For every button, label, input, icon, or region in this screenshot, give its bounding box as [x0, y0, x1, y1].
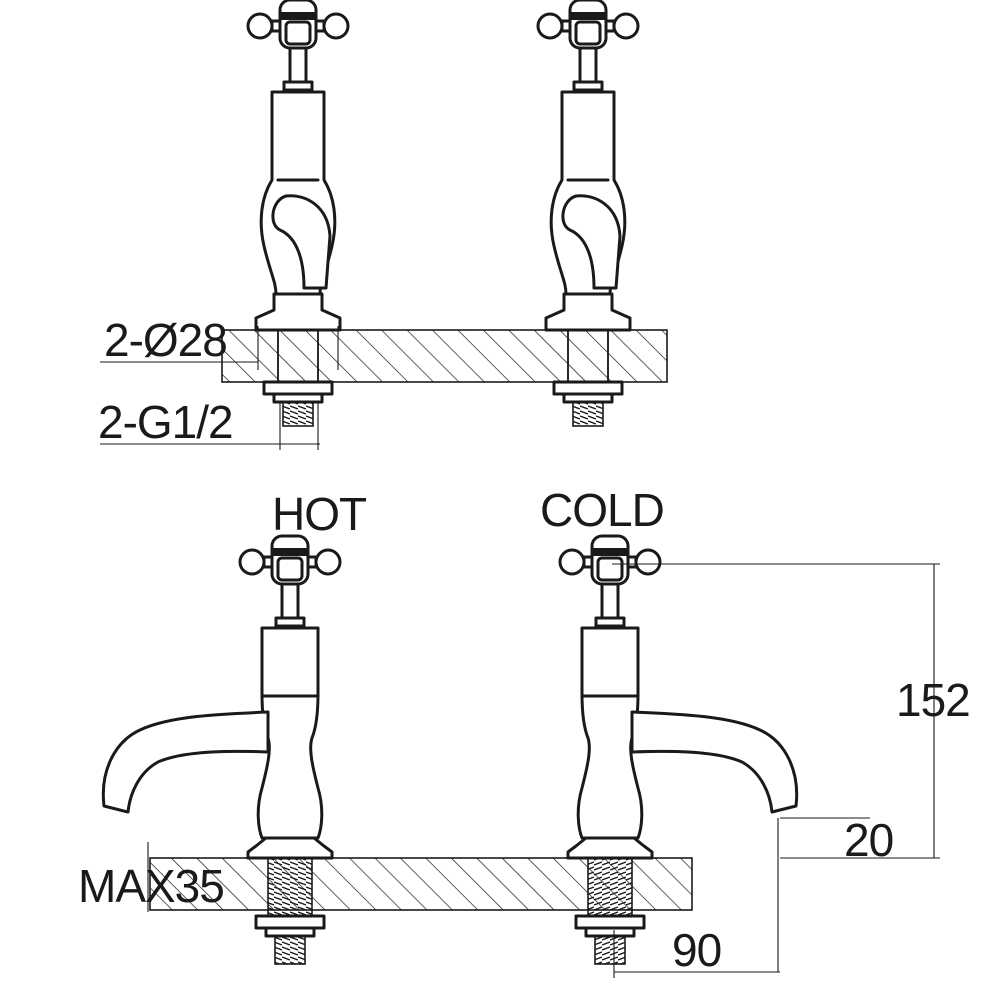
height-dimension-label: 152: [896, 674, 970, 726]
top-view-group: 2-Ø28 2-G1/2: [98, 0, 668, 450]
max-thickness-label: MAX35: [78, 860, 224, 912]
spout-reach-label: 90: [672, 924, 721, 976]
cold-label: COLD: [540, 484, 664, 536]
thread-size-label: 2-G1/2: [98, 396, 233, 448]
bottom-view-group: 152 20 90 MAX35: [78, 536, 971, 978]
inlet-diameter-label: 2-Ø28: [104, 314, 227, 366]
hot-label: HOT: [272, 488, 367, 540]
spout-height-label: 20: [844, 814, 893, 866]
top-countertop: [222, 330, 667, 382]
